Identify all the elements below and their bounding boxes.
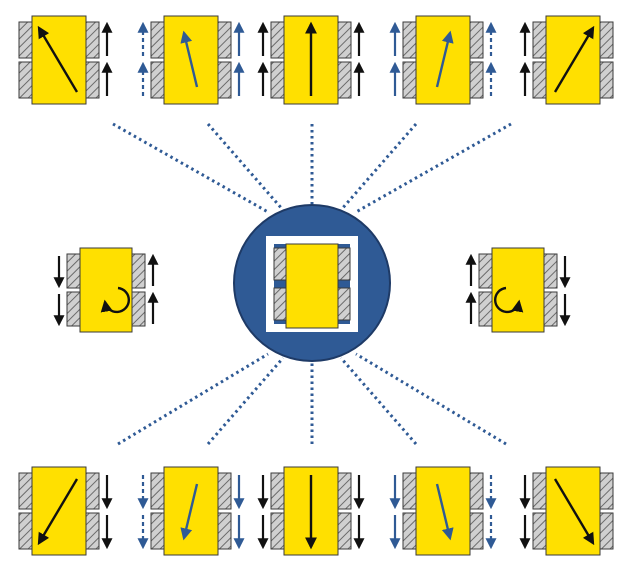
motion-backward-slight-right — [389, 466, 497, 556]
heading-arrow-icon — [553, 25, 595, 93]
hub-wheel-icon — [273, 287, 287, 321]
hub-wheel-icon — [273, 247, 287, 281]
heading-arrow-icon — [435, 483, 454, 541]
wheel-rear-left — [270, 61, 286, 99]
wheel-rear-left — [18, 512, 34, 550]
spoke-line — [339, 123, 418, 211]
wheel-front-left — [150, 21, 166, 59]
motion-forward-slight-right — [389, 15, 497, 105]
wheel-rear-right — [336, 512, 352, 550]
wheel-front-left — [402, 472, 418, 510]
wheel-rear-left — [532, 512, 548, 550]
wheel-rear-left — [270, 512, 286, 550]
motion-diagonal-backward-left — [18, 466, 113, 556]
wheel-rear-right — [598, 512, 614, 550]
wheel-front-right — [468, 472, 484, 510]
wheel-rear-left — [402, 61, 418, 99]
rotate-cw-icon — [494, 286, 524, 314]
heading-arrow-icon — [37, 478, 79, 546]
rotate-ccw-icon — [100, 286, 130, 314]
wheel-front-left — [270, 21, 286, 59]
motion-rotate-counterclockwise — [53, 247, 159, 333]
wheel-front-right — [130, 253, 146, 289]
wheel-rear-left — [478, 291, 494, 327]
wheel-rear-right — [130, 291, 146, 327]
motion-diagonal-forward-right — [519, 15, 614, 105]
heading-arrow-icon — [553, 478, 595, 546]
wheel-front-right — [336, 472, 352, 510]
motion-backward-slight-left — [137, 466, 245, 556]
hub-body-icon — [285, 243, 339, 329]
wheel-rear-right — [468, 512, 484, 550]
wheel-front-left — [66, 253, 82, 289]
wheel-front-left — [532, 472, 548, 510]
wheel-front-left — [270, 472, 286, 510]
wheel-front-right — [84, 472, 100, 510]
wheel-front-right — [216, 21, 232, 59]
wheel-rear-right — [468, 61, 484, 99]
mecanum-platform-icon — [273, 243, 351, 329]
spoke-line — [355, 122, 512, 214]
spoke-line — [112, 122, 269, 214]
wheel-rear-right — [84, 512, 100, 550]
wheel-front-left — [402, 21, 418, 59]
wheel-front-left — [18, 21, 34, 59]
wheel-front-right — [542, 253, 558, 289]
wheel-rear-left — [18, 61, 34, 99]
motion-units — [18, 15, 614, 556]
heading-arrow-icon — [37, 25, 79, 93]
wheel-rear-right — [84, 61, 100, 99]
wheel-rear-left — [150, 61, 166, 99]
wheel-front-right — [598, 21, 614, 59]
wheel-front-right — [598, 472, 614, 510]
wheel-front-left — [18, 472, 34, 510]
spoke-line — [355, 352, 507, 446]
hub-wheel-icon — [337, 247, 351, 281]
heading-arrow-icon — [180, 483, 199, 541]
wheel-rear-right — [542, 291, 558, 327]
wheel-front-left — [532, 21, 548, 59]
wheel-rear-left — [150, 512, 166, 550]
wheel-front-right — [336, 21, 352, 59]
wheel-front-right — [216, 472, 232, 510]
motion-diagonal-forward-left — [18, 15, 113, 105]
spoke-line — [117, 352, 269, 446]
spoke-line — [206, 357, 285, 445]
wheel-front-right — [84, 21, 100, 59]
wheel-front-left — [478, 253, 494, 289]
wheel-rear-right — [216, 61, 232, 99]
motion-rotate-clockwise — [465, 247, 571, 333]
wheel-front-left — [150, 472, 166, 510]
wheel-rear-left — [66, 291, 82, 327]
spoke-line — [339, 357, 418, 445]
wheel-rear-right — [598, 61, 614, 99]
wheel-front-right — [468, 21, 484, 59]
hub-wheel-icon — [337, 287, 351, 321]
hub-circle — [233, 204, 391, 362]
motion-forward — [257, 15, 365, 105]
spoke-lines — [112, 122, 512, 446]
motion-backward — [257, 466, 365, 556]
spoke-line — [206, 123, 285, 211]
wheel-rear-left — [402, 512, 418, 550]
wheel-rear-right — [336, 61, 352, 99]
heading-arrow-icon — [435, 30, 454, 88]
wheel-rear-right — [216, 512, 232, 550]
wheel-rear-left — [532, 61, 548, 99]
motion-forward-slight-left — [137, 15, 245, 105]
heading-arrow-icon — [180, 30, 199, 88]
motion-diagonal-backward-right — [519, 466, 614, 556]
